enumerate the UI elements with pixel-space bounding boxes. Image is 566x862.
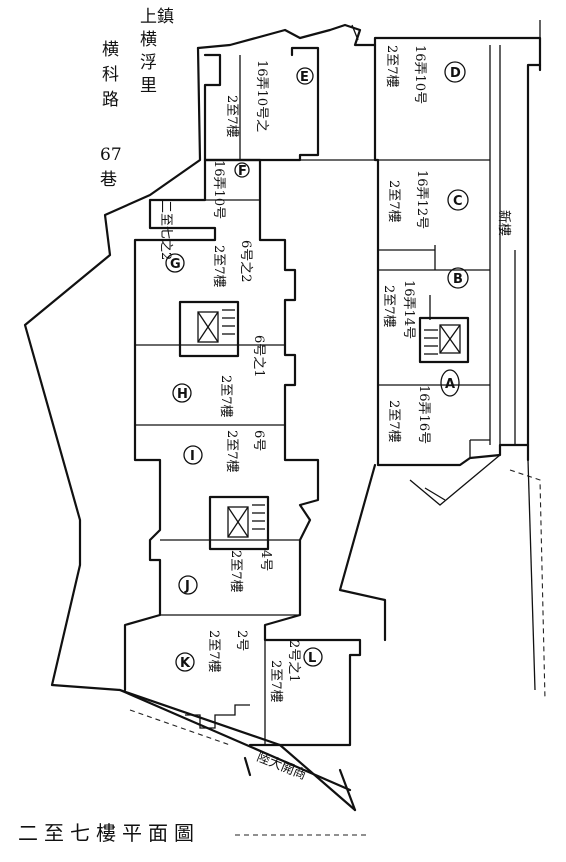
unit-text-A-1: 2至7樓: [386, 400, 401, 443]
address-labels: 上鎮 横 浮 里 横 科 路 67 巷: [100, 7, 174, 190]
address-line-8: 67: [100, 145, 122, 165]
unit-L: L 2至7樓 2号之1: [268, 640, 323, 703]
unit-text-E-1: 2至7樓: [224, 95, 239, 138]
unit-text-G-2: 6号之2: [238, 240, 253, 283]
unit-id-C: C: [453, 194, 463, 209]
unit-H: H 2至7樓 6号之1: [172, 335, 266, 418]
unit-text-H-2: 6号之1: [251, 335, 266, 378]
unit-text-G-1: 2至7樓: [211, 245, 226, 288]
unit-K: K 2至7樓 2号: [175, 630, 249, 673]
site-boundary: [23, 20, 542, 812]
unit-text-A-2: 16弄16号: [416, 385, 431, 444]
address-line-5: 横: [102, 40, 119, 60]
address-line-7: 路: [102, 90, 119, 110]
unit-text-I-2: 6号: [251, 430, 266, 451]
main-building: [123, 46, 375, 747]
plan-title: 二至七樓平面圖: [18, 821, 200, 845]
address-line-4: 里: [140, 76, 157, 96]
unit-text-D-2: 16弄10号: [412, 45, 427, 104]
unit-id-I: I: [190, 449, 195, 464]
unit-D: D 2至7樓 16弄10号: [384, 45, 466, 104]
unit-text-C-2: 16弄12号: [414, 170, 429, 229]
unit-text-L-2: 2号之1: [286, 640, 301, 683]
unit-id-F: F: [238, 164, 247, 179]
unit-text-D-1: 2至7樓: [384, 45, 399, 88]
unit-text-B-2: 16弄14号: [401, 280, 416, 339]
unit-F: F 16弄10号 二至七之2: [158, 160, 250, 260]
unit-id-H: H: [177, 387, 188, 402]
unit-I: I 2至7樓 6号: [183, 430, 266, 473]
address-line-6: 科: [102, 65, 119, 85]
unit-text-J-1: 2至7樓: [228, 550, 243, 593]
unit-id-B: B: [453, 272, 463, 287]
address-line-9: 巷: [100, 170, 117, 190]
unit-id-G: G: [170, 257, 181, 272]
road-label: 陸大開商: [255, 749, 309, 783]
right-wing: [373, 43, 542, 467]
unit-text-J-2: 4号: [258, 550, 273, 571]
address-line-2: 横: [140, 30, 157, 50]
unit-id-J: J: [184, 579, 190, 594]
unit-id-L: L: [308, 651, 316, 666]
unit-id-D: D: [450, 66, 461, 81]
unit-G: G 2至7樓 6号之2: [165, 240, 253, 288]
unit-text-C-1: 2至7樓: [386, 180, 401, 223]
unit-text-B-1: 2至7樓: [381, 285, 396, 328]
unit-text-H-1: 2至7樓: [218, 375, 233, 418]
road: [118, 688, 357, 812]
unit-id-A: A: [445, 377, 455, 392]
unit-A: A 2至7樓 16弄16号: [386, 369, 460, 444]
address-line-3: 浮: [140, 53, 157, 73]
unit-text-E-2: 16弄10号之: [254, 60, 269, 132]
side-label: 新樓: [496, 210, 512, 236]
unit-text-I-1: 2至7樓: [224, 430, 239, 473]
unit-C: C 2至7樓 16弄12号: [386, 170, 469, 229]
courtyard-lines: [338, 295, 546, 701]
stair-upper: [178, 300, 240, 358]
unit-J: J 2至7樓 4号: [178, 550, 273, 595]
unit-text-L-1: 2至7樓: [268, 660, 283, 703]
unit-text-K-1: 2至7樓: [206, 630, 221, 673]
unit-id-K: K: [180, 656, 191, 671]
stair-right: [418, 316, 470, 364]
unit-B: B 2至7樓 16弄14号: [381, 267, 469, 339]
unit-text-F-1: 16弄10号: [211, 160, 226, 219]
address-line-1: 上鎮: [140, 7, 174, 27]
stair-lower: [208, 495, 270, 551]
unit-id-E: E: [300, 70, 309, 85]
unit-text-F-2: 二至七之2: [158, 200, 173, 260]
unit-text-K-2: 2号: [234, 630, 249, 651]
unit-E: E 2至7樓 16弄10号之: [224, 60, 314, 138]
